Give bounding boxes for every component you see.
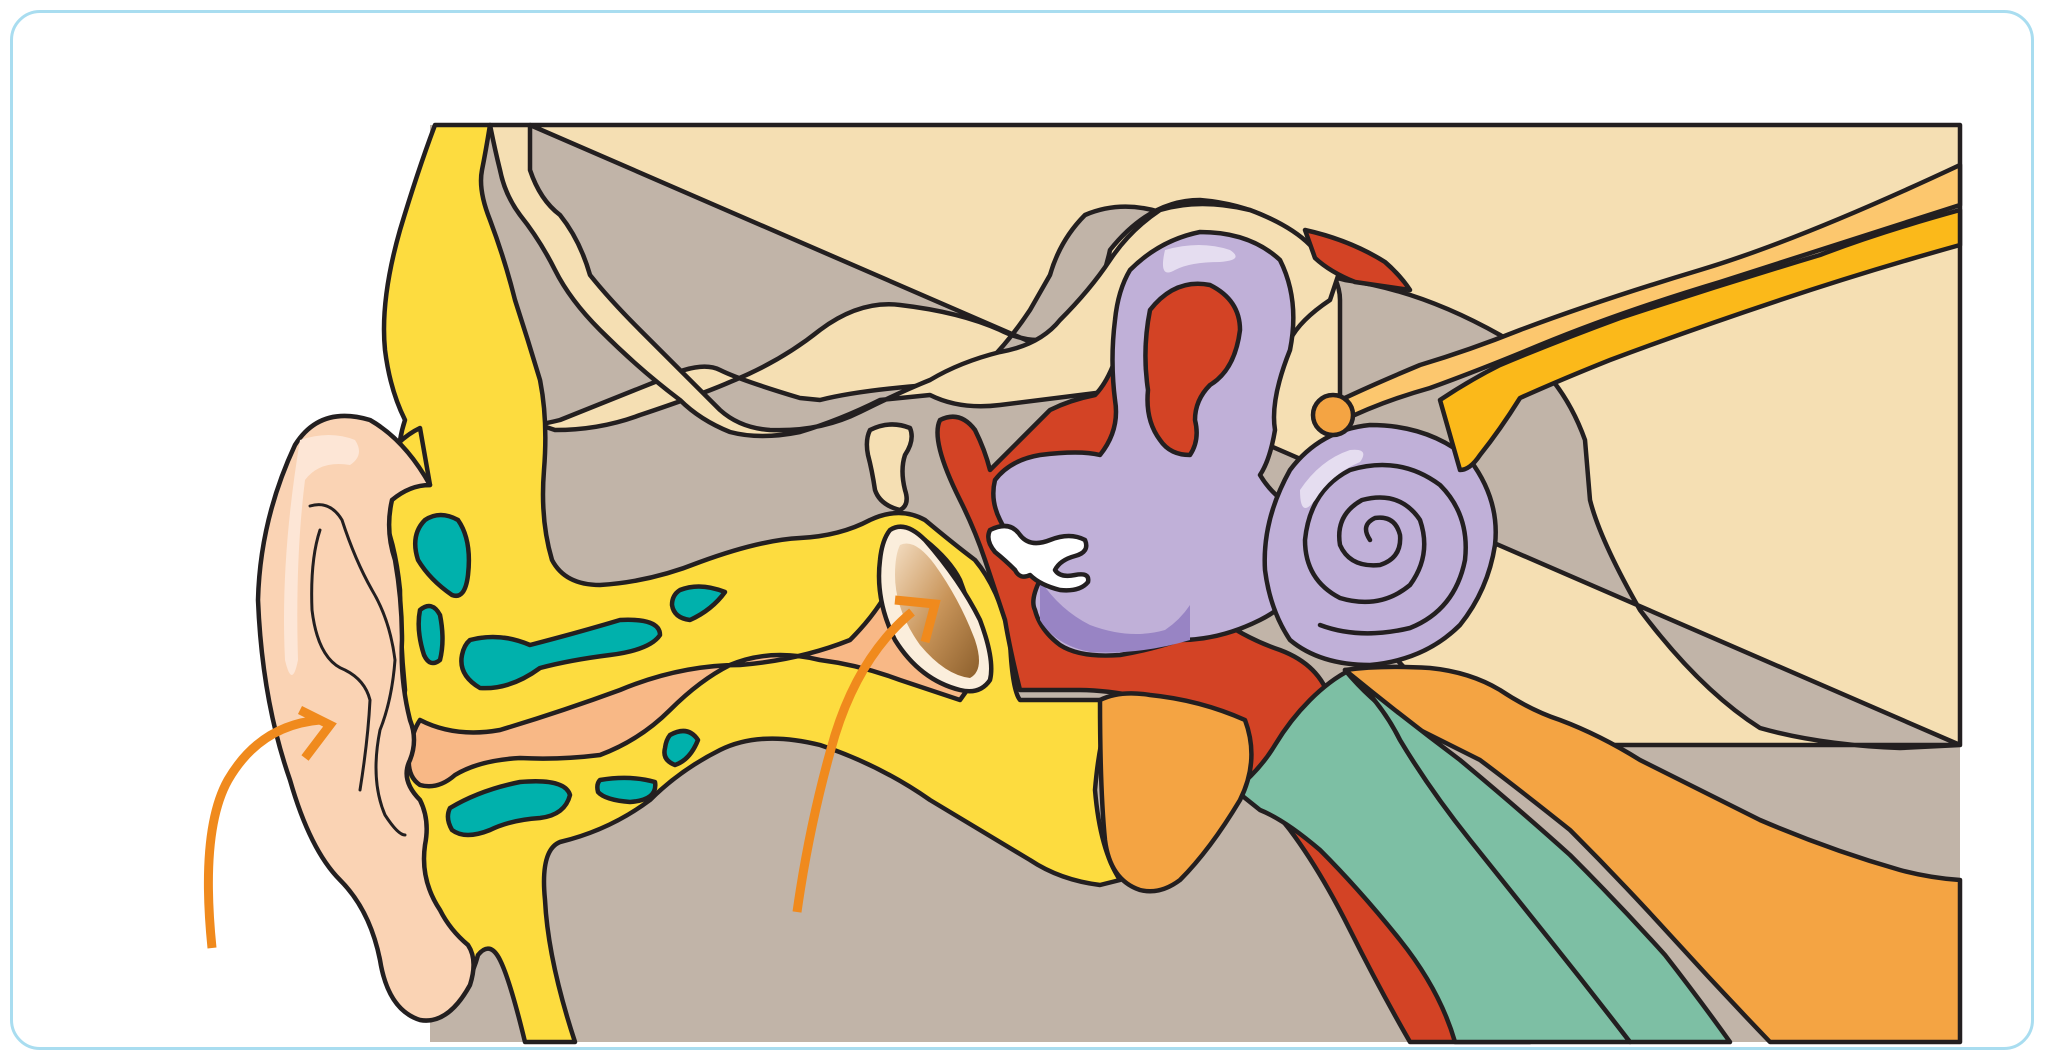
gland-6 [595, 775, 658, 805]
gland-2 [416, 603, 445, 666]
middle-ear-upper [1302, 227, 1413, 293]
pinna-inner-fold [310, 528, 372, 792]
vestibule-highlight [1162, 245, 1236, 273]
gland-4 [669, 584, 728, 623]
sound-wave-arrow-icon [792, 595, 941, 913]
gland-1 [412, 512, 472, 599]
semicircular-canal-gap [1143, 281, 1243, 458]
muscle-orange-right [1342, 664, 1963, 1045]
gland-5 [445, 779, 573, 838]
gland-3 [459, 617, 663, 691]
auditory-nerve-light [1317, 162, 1963, 425]
hammer-bone [864, 422, 914, 513]
cochlea-spiral [1302, 462, 1468, 636]
stirrup-bone [986, 523, 1091, 593]
canal-lining [406, 537, 988, 789]
sound-wave-arrow-icon [203, 705, 337, 949]
facial-nerve-cut [1310, 392, 1356, 438]
pinna-helix-fold [308, 503, 407, 837]
muscle-green-right [1342, 667, 1733, 1045]
outer-arrow-shaft [203, 715, 321, 949]
auditory-nerve-dark [1437, 207, 1963, 473]
inner-arrow-shaft [792, 608, 915, 913]
cochlea-highlight [1300, 449, 1364, 508]
muscle-orange-lower [1097, 691, 1254, 894]
pinna-highlight [284, 435, 359, 675]
gland-7 [662, 728, 701, 768]
outer-arrow-head [297, 705, 337, 761]
inner-arrow-head [894, 595, 941, 644]
vestibule-shadow [1040, 580, 1190, 653]
